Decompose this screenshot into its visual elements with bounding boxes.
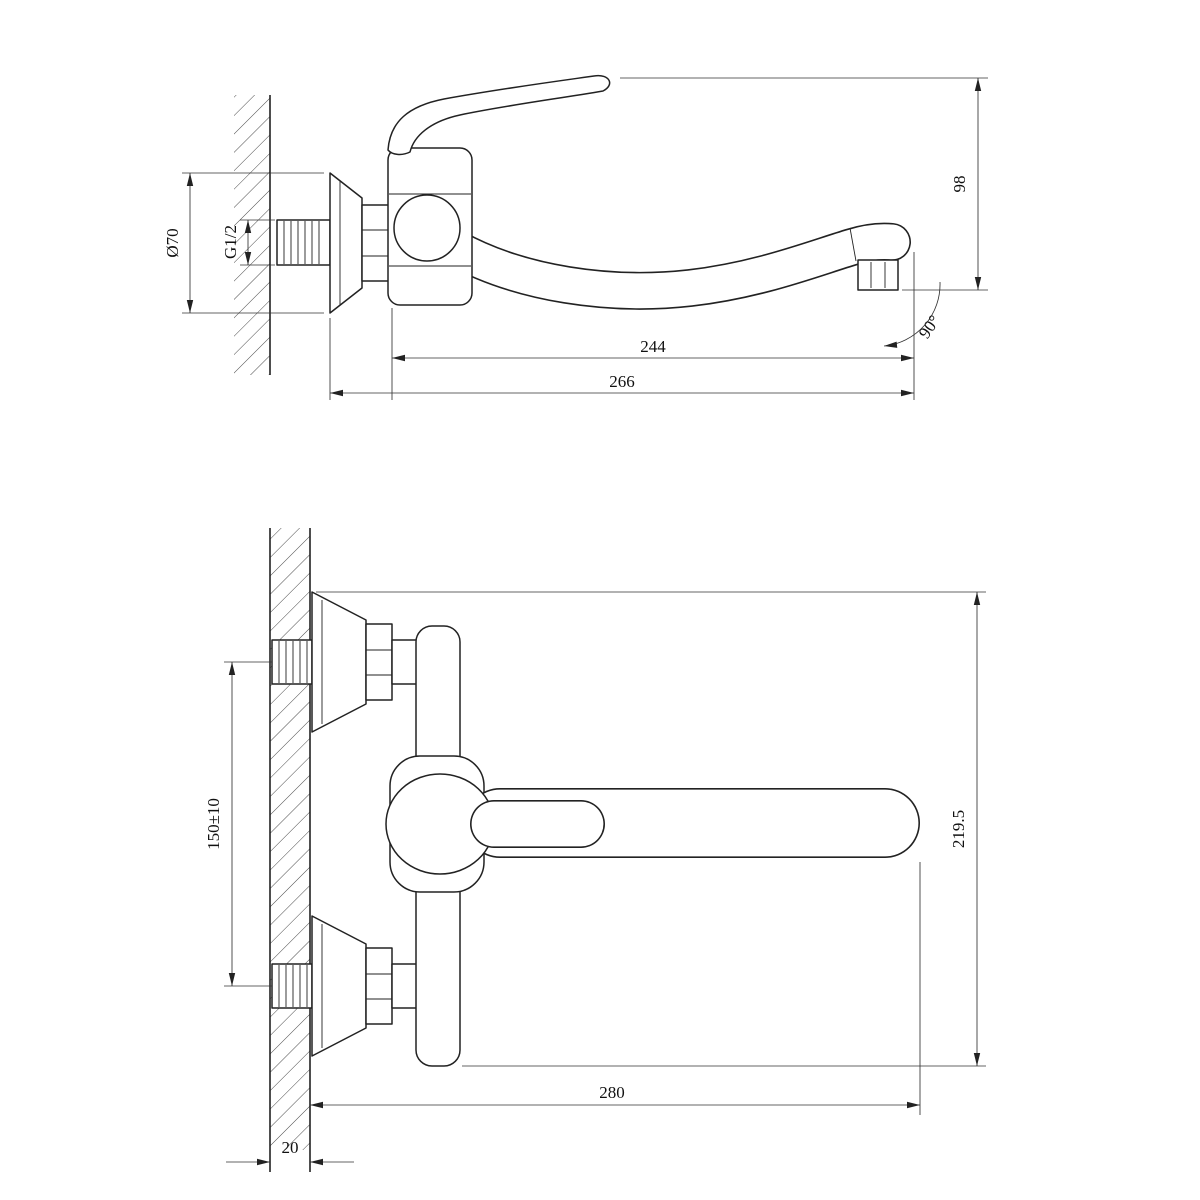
dimensions-front: 150±10 219.5 280 20 — [204, 591, 986, 1166]
dim-inlet-spacing: 150±10 — [204, 798, 223, 850]
dim-thread-size: G1/2 — [221, 225, 240, 259]
dim-swivel-angle: 90° — [915, 312, 944, 342]
spout-side — [436, 222, 911, 310]
side-view: Ø70 G1/2 98 90° 244 266 — [163, 74, 988, 400]
supply-thread-fitting-side — [276, 219, 331, 266]
escutcheon-side — [329, 172, 363, 314]
dim-overall-height: 219.5 — [949, 810, 968, 848]
handle-lever-side — [387, 74, 611, 156]
bottom-inlet-fitting — [271, 915, 419, 1057]
dim-overall-projection: 266 — [609, 372, 635, 391]
dim-overall-length: 280 — [599, 1083, 625, 1102]
front-view: 150±10 219.5 280 20 — [204, 528, 986, 1172]
dim-wall-offset: 20 — [282, 1138, 299, 1157]
dim-escutcheon-diameter: Ø70 — [163, 228, 182, 257]
top-inlet-fitting — [271, 591, 419, 733]
aerator-side — [857, 259, 899, 291]
faucet-body-side — [387, 147, 473, 306]
dim-spout-height: 98 — [950, 176, 969, 193]
wall-section-front — [269, 528, 311, 1172]
wall-section-side — [234, 95, 271, 375]
mounting-nut-side — [361, 204, 391, 282]
dim-spout-reach: 244 — [640, 337, 666, 356]
